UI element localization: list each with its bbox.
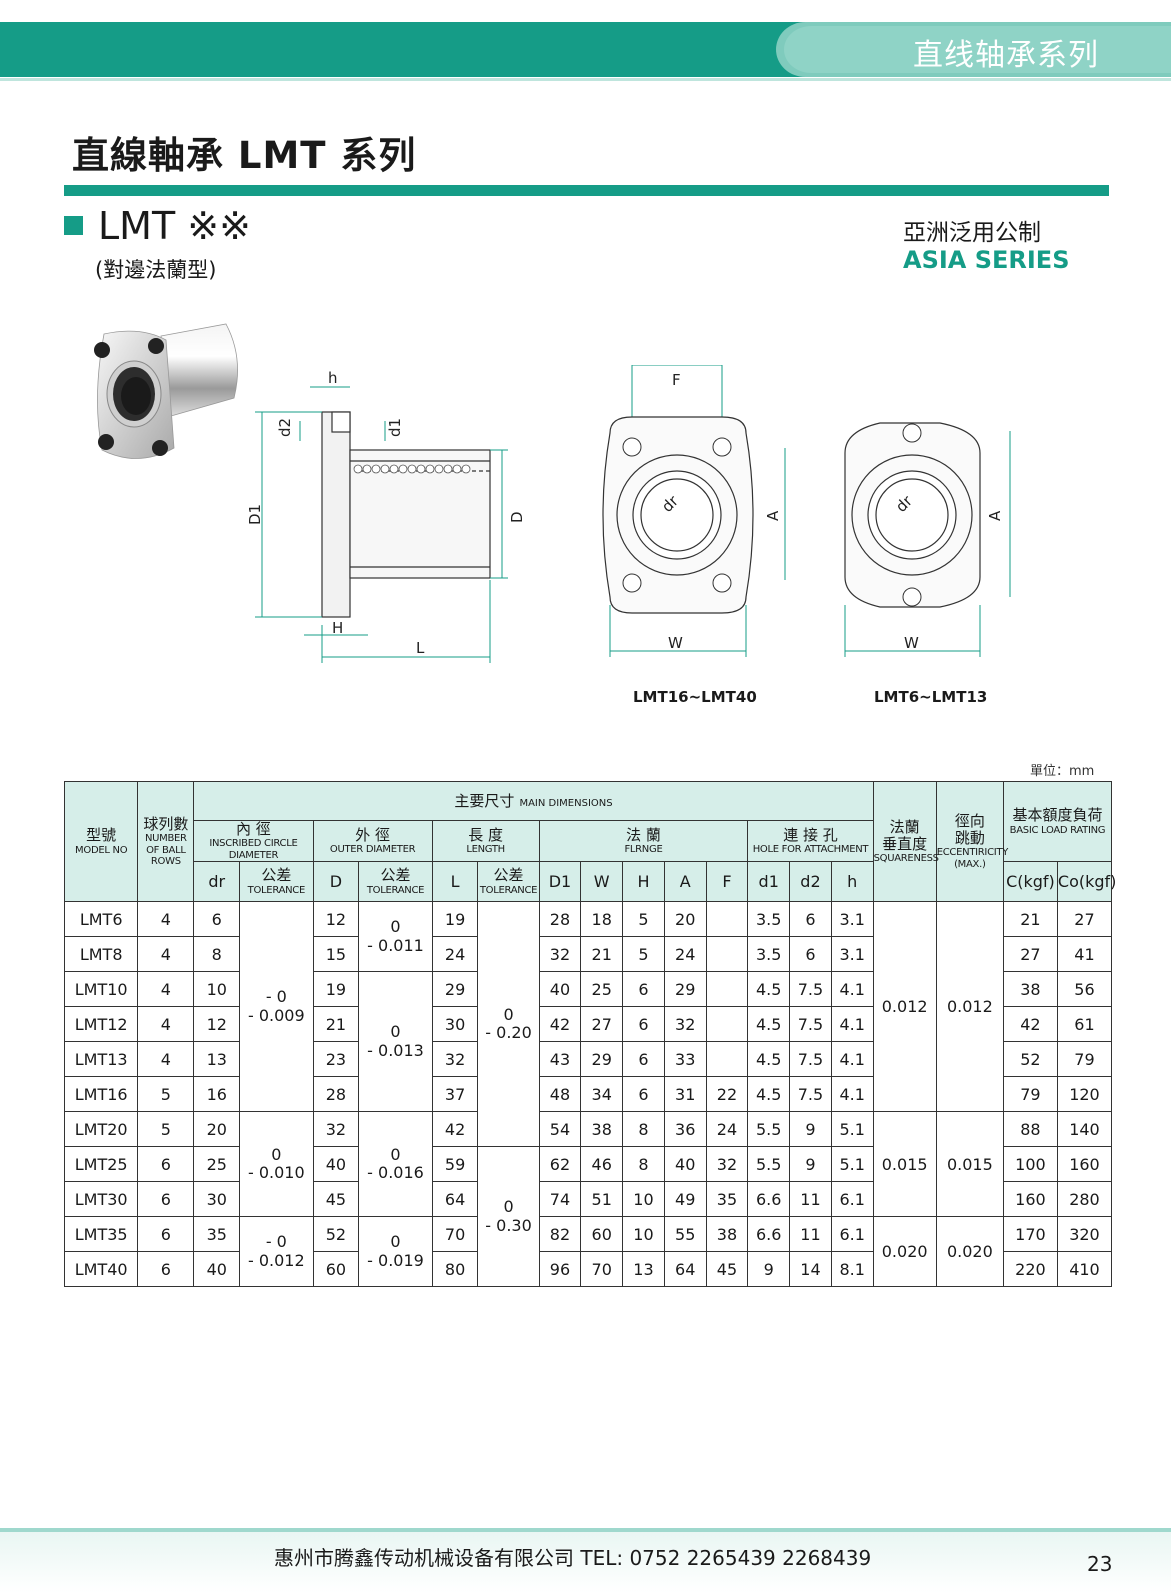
label-A-right: A [986, 510, 1004, 521]
th-C: C(kgf) [1002, 861, 1058, 903]
th-Co: Co(kgf) [1056, 861, 1116, 903]
th-L: L [431, 861, 479, 903]
eccentricity-a: 0.012 [935, 901, 1004, 1113]
tol-dr-a: - 0- 0.009 [239, 901, 314, 1113]
th-dr: dr [193, 861, 241, 903]
header-tab-inner [784, 26, 1171, 73]
header-underline [0, 78, 1171, 81]
th-d1: d1 [747, 861, 791, 903]
label-W-left: W [668, 634, 683, 652]
asia-label-zh: 亞洲泛用公制 [903, 220, 1041, 246]
squareness-a: 0.012 [872, 901, 937, 1113]
label-A-left: A [764, 510, 782, 521]
bearing-photo [94, 323, 238, 459]
th-main: 主要尺寸 MAIN DIMENSIONS [193, 781, 874, 821]
tol-L-a: 0- 0.20 [477, 901, 540, 1148]
th-h: h [830, 861, 874, 903]
label-D1: D1 [246, 504, 264, 525]
square-bullet-icon [64, 216, 83, 235]
page-number: 23 [1087, 1552, 1113, 1576]
technical-drawing: h d2 d1 D1 D H L F A A W W dr dr [246, 365, 1011, 663]
label-F: F [672, 371, 681, 389]
label-d1: d1 [386, 418, 404, 437]
tol-L-b: 0- 0.30 [477, 1146, 540, 1288]
label-W-right: W [904, 634, 919, 652]
th-F: F [705, 861, 749, 903]
th-A: A [663, 861, 707, 903]
label-h: h [328, 369, 338, 387]
tol-D-c: 0- 0.016 [358, 1111, 433, 1218]
footer-company: 惠州市腾鑫传动机械设备有限公司 TEL: 0752 2265439 226843… [274, 1546, 872, 1570]
caption-lmt16-40: LMT16~LMT40 [633, 688, 757, 706]
th-D1: D1 [538, 861, 582, 903]
page-title: 直線軸承 LMT 系列 [72, 134, 417, 177]
caption-lmt6-13: LMT6~LMT13 [874, 688, 988, 706]
label-d2: d2 [276, 418, 294, 437]
eccentricity-b: 0.015 [935, 1111, 1004, 1218]
tol-D-a: 0- 0.011 [358, 901, 433, 973]
tol-D-b: 0- 0.013 [358, 971, 433, 1113]
squareness-b: 0.015 [872, 1111, 937, 1218]
tol-dr-b: 0- 0.010 [239, 1111, 314, 1218]
th-d2: d2 [789, 861, 832, 903]
unit-label: 單位：mm [1030, 764, 1095, 779]
th-W: W [580, 861, 624, 903]
footer-rule [0, 1528, 1171, 1532]
tol-dr-c: - 0- 0.012 [239, 1216, 314, 1288]
label-D: D [508, 511, 526, 523]
asia-label-en: ASIA SERIES [903, 246, 1070, 274]
header-bar: 直线轴承系列 [0, 22, 1171, 77]
series-title: 直线轴承系列 [913, 38, 1099, 73]
th-H: H [622, 861, 665, 903]
footer-band [0, 1532, 1171, 1593]
label-H: H [332, 619, 343, 637]
tol-D-d: 0- 0.019 [358, 1216, 433, 1288]
eccentricity-c: 0.020 [935, 1216, 1004, 1288]
model-heading: LMT ※※ [98, 204, 251, 248]
th-D: D [312, 861, 360, 903]
title-rule [64, 185, 1109, 196]
label-L: L [416, 639, 425, 657]
squareness-c: 0.020 [872, 1216, 937, 1288]
model-subtitle: (對邊法蘭型) [95, 258, 217, 282]
